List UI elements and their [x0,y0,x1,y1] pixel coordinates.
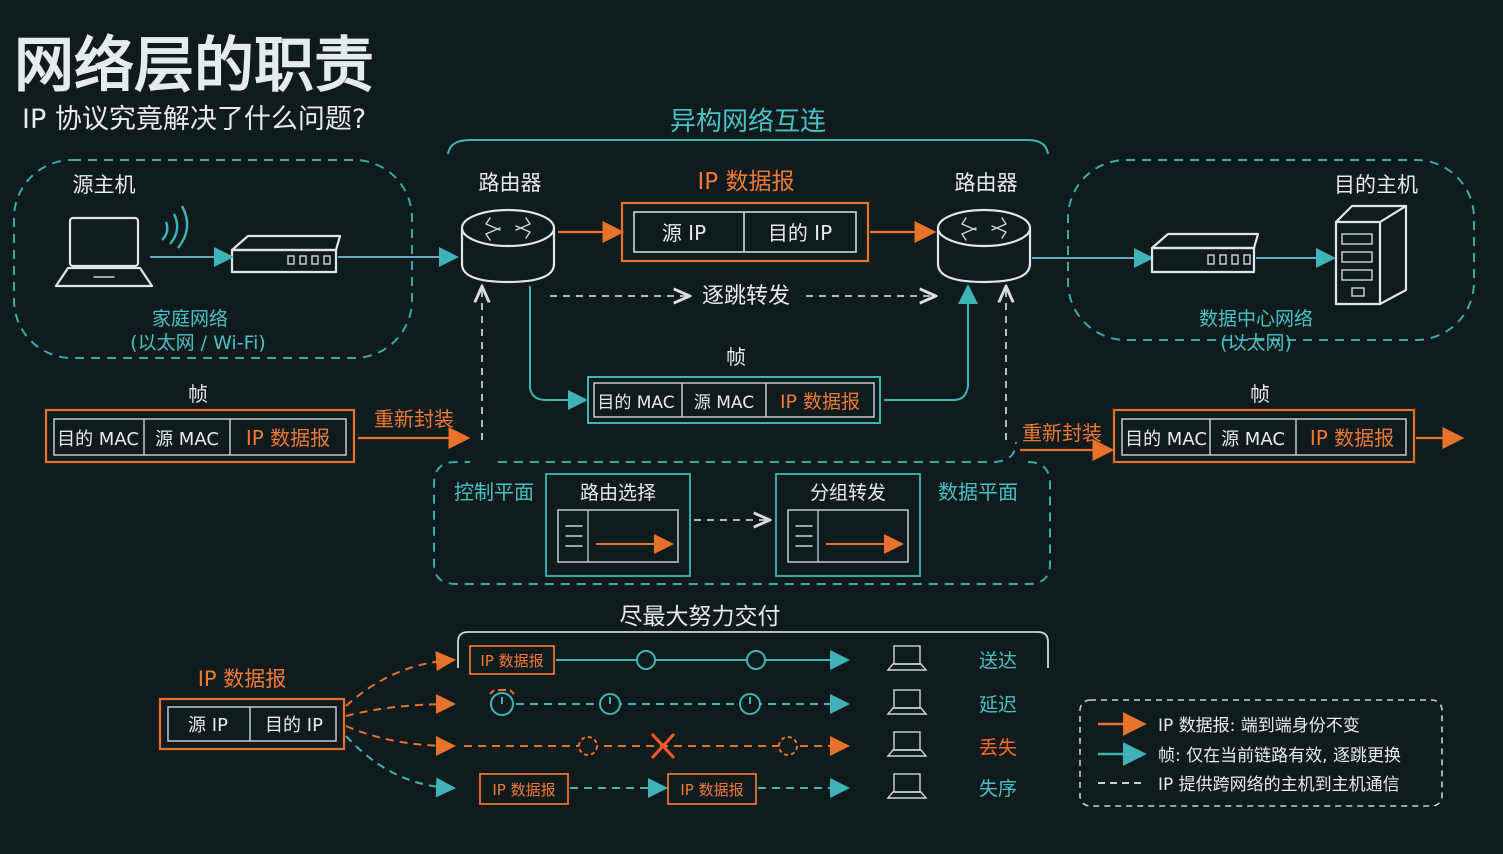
home-network-label-line2: (以太网 / Wi-Fi) [130,332,266,354]
legend-box [1079,699,1443,807]
source-frame-title: 帧 [188,382,208,406]
dest-frame-src-mac: 源 MAC [1221,429,1285,450]
forwarding-box-label: 分组转发 [810,482,886,504]
routing-box [545,473,691,577]
page-title: 网络层的职责 [14,31,374,101]
timer-icon [599,693,621,715]
server-icon [1334,204,1408,306]
dest-frame-dst-mac: 目的 MAC [1125,429,1207,450]
ip-packet-title: IP 数据报 [698,169,795,195]
modem-left-icon [230,234,342,274]
stopwatch-icon [489,689,515,716]
legend-item-frame: 帧: 仅在当前链路有效, 逐跳更换 [1158,746,1401,766]
legend-item-host: IP 提供跨网络的主机到主机通信 [1158,775,1400,795]
source-host-label: 源主机 [73,173,136,197]
router-right-label: 路由器 [955,171,1018,195]
dest-reencap-label: 重新封装 [1022,421,1102,445]
middle-frame-src-mac: 源 MAC [694,393,754,413]
data-plane-label: 数据平面 [938,480,1018,504]
heterogeneous-bracket [447,139,1049,155]
middle-frame-outer [587,376,881,424]
router-right-icon [936,208,1032,284]
forwarding-box [775,473,921,577]
mini-packet-3: IP 数据报 [680,781,743,799]
ip-field-dst: 目的 IP [768,221,832,245]
cross-icon [650,732,676,760]
modem-right-icon [1150,232,1260,274]
middle-frame-dst-mac: 目的 MAC [597,393,674,413]
laptop-icon [886,645,928,671]
middle-frame-ip: IP 数据报 [780,391,860,413]
control-plane-label: 控制平面 [454,480,534,504]
hop-forward-label: 逐跳转发 [702,284,790,309]
outcome-lost: 丢失 [979,737,1017,759]
heterogeneous-label: 异构网络互连 [670,107,826,137]
source-frame-dst-mac: 目的 MAC [57,429,139,450]
source-frame-src-mac: 源 MAC [155,429,219,450]
mini-packet-1: IP 数据报 [480,652,543,670]
laptop-icon [54,216,154,288]
best-effort-packet-title: IP 数据报 [198,667,287,691]
page-subtitle: IP 协议究竟解决了什么问题? [22,104,366,135]
router-left-icon [460,208,556,284]
dest-frame-ip: IP 数据报 [1310,426,1394,450]
laptop-icon [886,773,928,799]
datacenter-label-line2: (以太网) [1220,332,1292,354]
wifi-icon [161,205,189,249]
source-frame-outer [44,408,356,464]
datacenter-label-line1: 数据中心网络 [1199,308,1313,330]
best-effort-src-ip: 源 IP [188,715,228,736]
source-reencap-label: 重新封装 [374,407,454,431]
dest-host-label: 目的主机 [1334,173,1418,197]
dest-frame-title: 帧 [1250,382,1270,406]
legend-item-ip: IP 数据报: 端到端身份不变 [1158,716,1360,736]
middle-frame-title: 帧 [726,345,746,369]
ip-field-src: 源 IP [662,221,706,245]
timer-icon [739,693,761,715]
laptop-icon [886,731,928,757]
router-left-label: 路由器 [479,171,542,195]
datacenter-network-region [1067,159,1475,341]
outcome-delayed: 延迟 [979,694,1017,716]
mini-packet-2: IP 数据报 [492,781,555,799]
best-effort-title: 尽最大努力交付 [620,604,781,630]
routing-box-label: 路由选择 [580,482,656,504]
source-frame-ip: IP 数据报 [246,426,330,450]
best-effort-dst-ip: 目的 IP [265,715,323,736]
outcome-delivered: 送达 [979,650,1017,672]
outcome-out-of-order: 失序 [979,778,1017,800]
laptop-icon [886,689,928,715]
planes-region [433,441,1051,585]
dest-frame-outer [1112,408,1416,464]
home-network-label-line1: 家庭网络 [152,308,228,330]
best-effort-packet [158,697,346,751]
